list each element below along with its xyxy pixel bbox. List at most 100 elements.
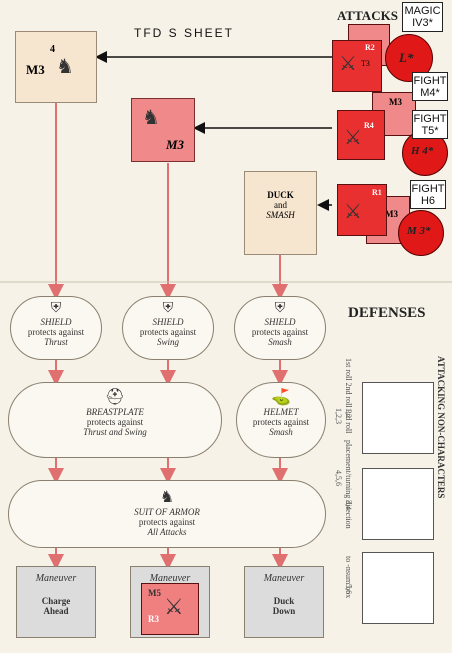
armor-attack: All Attacks — [147, 527, 187, 537]
breastplate-slot[interactable]: ⛑ BREASTPLATE protects against Thrust an… — [8, 382, 222, 458]
shield-name: SHIELD — [40, 317, 72, 327]
helmet-attack: Smash — [269, 427, 293, 437]
maneuver-line1: Duck — [273, 596, 295, 606]
warrior-figure-icon: ⚔ — [344, 201, 362, 223]
attack-chit[interactable]: R2 ⚔ T3 — [332, 40, 382, 92]
fight-tag: FIGHT T5* — [412, 110, 448, 139]
maneuver-title: Maneuver — [35, 573, 77, 584]
maneuver-line2: Down — [272, 606, 296, 616]
defenses-title: DEFENSES — [348, 305, 426, 321]
circle-label: H 4* — [411, 145, 434, 157]
attack-chit[interactable]: R1 ⚔ — [337, 184, 387, 236]
chit-top-label: R2 — [365, 43, 375, 52]
armor-slot[interactable]: ♞ SUIT OF ARMOR protects against All Att… — [8, 480, 326, 548]
maneuver-title: Maneuver — [263, 573, 305, 584]
warrior-figure-icon: ⚔ — [164, 594, 184, 619]
warrior-figure-icon: ⚔ — [339, 53, 357, 75]
shield-attack: Smash — [268, 337, 292, 347]
roll-value-4: 4,5,6 — [334, 470, 343, 486]
helmet-slot[interactable]: ⛳ HELMET protects against Smash — [236, 382, 326, 458]
attack-box-label: M3 — [26, 62, 45, 77]
shield-text: protects against — [27, 327, 85, 337]
chit-mid-label: M3 — [389, 97, 402, 107]
shield-swing-slot[interactable]: ⛨ SHIELD protects against Swing — [122, 296, 214, 360]
shield-attack: Swing — [156, 337, 179, 347]
circle-label: L* — [399, 50, 414, 65]
maneuver-line1: Charge — [41, 596, 71, 606]
maneuver-chit-top: M5 — [148, 588, 161, 598]
maneuver-chit-bottom: R3 — [148, 614, 159, 624]
armor-text: protects against — [138, 517, 196, 527]
roll-value-5: 5,6 — [344, 584, 353, 594]
box-label: to -nsum box — [344, 556, 353, 599]
shield-text: protects against — [139, 327, 197, 337]
shield-name: SHIELD — [264, 317, 296, 327]
armor-icon: ♞ — [159, 489, 175, 506]
chit-mid-label: M3 — [385, 209, 398, 219]
nonchar-label: ATTACKING NON-CHARACTERS — [436, 356, 446, 499]
roll-label: 1st roll 2nd roll 3rd roll — [344, 358, 353, 434]
chit-mid-label: T3 — [361, 59, 370, 68]
tag-line2: M4* — [420, 87, 440, 99]
tag-line1: MAGIC — [404, 5, 441, 17]
shield-smash-slot[interactable]: ⛨ SHIELD protects against Smash — [234, 296, 326, 360]
shield-text: protects against — [251, 327, 309, 337]
helmet-text: protects against — [252, 417, 310, 427]
roll-value-1: 1,2 — [344, 408, 353, 418]
tag-line1: FIGHT — [411, 183, 445, 195]
tag-line1: FIGHT — [413, 75, 447, 87]
nonchar-box-3[interactable] — [362, 552, 434, 624]
armor-name: SUIT OF ARMOR — [134, 507, 200, 517]
sheet-title: TFD S SHEET — [134, 26, 235, 40]
shield-thrust-slot[interactable]: ⛨ SHIELD protects against Thrust — [10, 296, 102, 360]
smash-label: SMASH — [266, 210, 295, 220]
chit-top-label: R4 — [364, 121, 374, 130]
tag-line2: H6 — [420, 195, 436, 207]
shield-icon: ⛨ — [50, 301, 62, 316]
nonchar-box-1[interactable] — [362, 382, 434, 454]
shield-name: SHIELD — [152, 317, 184, 327]
chit-top-label: R1 — [372, 188, 382, 197]
tag-line2: IV3* — [412, 17, 433, 29]
attack-box-smash[interactable]: DUCK and SMASH — [244, 171, 317, 255]
circle-label: M 3* — [407, 225, 431, 237]
attack-box-swing[interactable]: ♞ M3 — [131, 98, 195, 162]
breastplate-name: BREASTPLATE — [86, 407, 144, 417]
attack-box-digit: 4 — [50, 44, 55, 55]
helmet-icon: ⛳ — [271, 389, 291, 406]
magic-tag: MAGIC IV3* — [402, 2, 443, 32]
attacks-title: ATTACKS — [337, 8, 398, 23]
knight-figure-icon: ♞ — [56, 56, 74, 78]
roll-value-3: 3,4 — [344, 500, 353, 510]
shield-icon: ⛨ — [162, 301, 174, 316]
attack-circle[interactable]: M 3* — [398, 210, 444, 256]
shield-attack: Thrust — [44, 337, 68, 347]
fight-tag: FIGHT M4* — [412, 72, 448, 101]
placement-label: placement/turning direction — [344, 440, 353, 529]
duck-label: DUCK — [267, 190, 294, 200]
tag-line2: T5* — [421, 125, 439, 137]
breastplate-attack: Thrust and Swing — [83, 427, 147, 437]
helmet-name: HELMET — [263, 407, 299, 417]
shield-icon: ⛨ — [274, 301, 286, 316]
tag-line1: FIGHT — [413, 113, 447, 125]
fight-tag: FIGHT H6 — [410, 180, 446, 209]
maneuver-title: Maneuver — [149, 573, 191, 584]
maneuver-charge-slot[interactable]: Maneuver Charge Ahead — [16, 566, 96, 638]
warrior-figure-icon: ⚔ — [344, 127, 362, 149]
attack-box-label: M3 — [166, 137, 185, 152]
attack-chit[interactable]: R4 ⚔ — [337, 110, 385, 160]
breastplate-text: protects against — [86, 417, 144, 427]
nonchar-box-2[interactable] — [362, 468, 434, 540]
roll-value-2: 1,2,3 — [334, 408, 343, 424]
knight-figure-icon: ♞ — [142, 107, 160, 129]
maneuver-line2: Ahead — [43, 606, 69, 616]
and-label: and — [274, 200, 287, 210]
maneuver-center-slot[interactable]: Maneuver M5 ⚔ R3 — [130, 566, 210, 638]
breastplate-icon: ⛑ — [104, 389, 126, 406]
maneuver-duck-slot[interactable]: Maneuver Duck Down — [244, 566, 324, 638]
maneuver-chit[interactable]: M5 ⚔ R3 — [141, 583, 199, 635]
attack-box-thrust[interactable]: 4 M3 ♞ — [15, 31, 97, 103]
